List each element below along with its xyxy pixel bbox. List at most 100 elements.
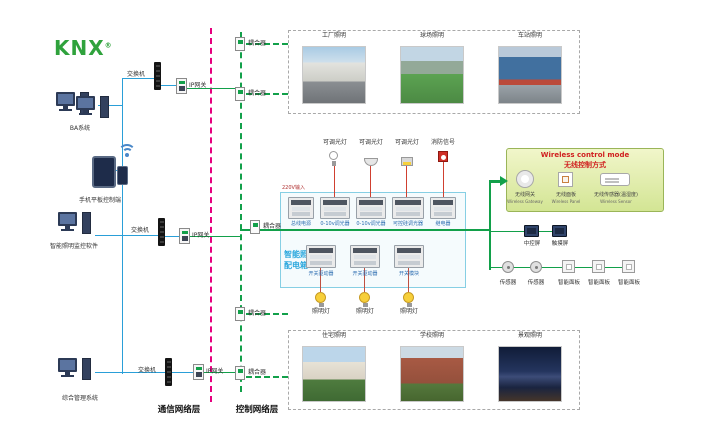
knx-logo: KNX® [54, 36, 113, 60]
coupler-label: 耦合器 [248, 90, 267, 97]
coupler-label: 耦合器 [248, 310, 267, 317]
ethernet-trunk-line [122, 78, 123, 374]
sensor-label: 传感器 [527, 280, 545, 286]
scene-label: 学校照明 [419, 332, 444, 339]
knx-line [491, 231, 553, 232]
ethernet-line [95, 372, 165, 373]
computer-icon [76, 96, 110, 124]
fire-signal-wire [443, 162, 444, 197]
ethernet-line [165, 236, 179, 237]
switch-icon [165, 358, 172, 386]
switch-icon [158, 218, 165, 246]
knx-bus-backbone-line [240, 32, 242, 392]
dimmer-module-icon [356, 197, 386, 219]
panel-label: 智能面板 [617, 280, 640, 286]
scene-label: 球场照明 [419, 32, 444, 39]
lamp-label: 照明灯 [311, 308, 330, 315]
sensor-icon [530, 261, 542, 273]
smart-panel-icon [592, 260, 605, 273]
coupler-icon [250, 220, 260, 234]
wireless-title-cn: 无线控制方式 [564, 161, 606, 169]
wireless-item-sublabel: Wireless Panel [551, 199, 581, 204]
fixture-label: 可调光灯 [322, 139, 347, 146]
switch-label: 交换机 [131, 227, 150, 234]
wireless-item-label: 无线传感器(温湿度) [594, 192, 638, 198]
dimmable-lamp-icon [401, 157, 413, 166]
comm-layer-label: 通信网络层 [157, 405, 201, 415]
computer-icon [58, 358, 92, 386]
lamp-icon [403, 292, 415, 307]
ip-gateway-icon [176, 78, 187, 94]
scene-photo-station [498, 46, 562, 104]
central-screen-icon [524, 225, 539, 237]
ethernet-line [122, 78, 154, 79]
scene-photo-stadium [400, 46, 464, 104]
knx-dashed-line [246, 313, 288, 315]
sensor-icon [502, 261, 514, 273]
wireless-link-line [489, 180, 501, 183]
load-wire [406, 166, 407, 197]
client-label-ba: BA系统 [69, 125, 91, 132]
load-wire [370, 166, 371, 197]
panel-label: 智能面板 [587, 280, 610, 286]
coupler-icon [235, 37, 245, 51]
switch-actuator-icon [306, 245, 336, 268]
wireless-item-sublabel: Wireless Sensor [600, 199, 632, 204]
coupler-label: 耦合器 [248, 369, 267, 376]
wireless-panel-icon [558, 172, 573, 187]
scene-photo-school [400, 346, 464, 402]
scene-label: 工厂照明 [321, 32, 346, 39]
switch-icon [154, 62, 161, 90]
switch-actuator-icon [350, 245, 380, 268]
scene-label: 景观照明 [517, 332, 542, 339]
screen-label: 中控屏 [523, 241, 541, 247]
knx-riser-line [489, 182, 491, 270]
comm-layer-divider-line [210, 28, 212, 402]
coupler-icon [235, 307, 245, 321]
module-label: 开关驱动器 [352, 271, 378, 277]
scene-photo-landscape [498, 346, 562, 402]
fire-alarm-icon [438, 151, 448, 162]
wireless-sensor-icon [600, 173, 630, 186]
knx-dashed-line [246, 93, 288, 95]
scene-photo-residential [302, 346, 366, 402]
scene-label: 车站照明 [517, 32, 542, 39]
touch-screen-icon [552, 225, 567, 237]
control-layer-label: 控制网络层 [235, 405, 279, 415]
knx-line [190, 236, 240, 237]
module-label: 可控硅调光器 [392, 221, 423, 227]
knx-main-bus [240, 229, 490, 231]
screen-label: 触摸屏 [551, 241, 569, 247]
ip-gateway-label: IP网关 [192, 232, 210, 239]
lamp-wire [408, 268, 409, 292]
lamp-icon [315, 292, 327, 307]
lamp-wire [364, 268, 365, 292]
wireless-link-arrow [500, 176, 508, 186]
ip-gateway-icon [179, 228, 190, 244]
module-label: 总线电源 [290, 221, 311, 227]
relay-module-icon [430, 197, 456, 219]
knx-line [491, 267, 631, 268]
bus-power-module-icon [288, 197, 314, 219]
knx-line [187, 88, 240, 89]
module-label: 0-10v调光器 [320, 221, 350, 227]
lamp-icon [359, 292, 371, 307]
ethernet-line [172, 372, 193, 373]
lamp-wire [320, 268, 321, 292]
fixture-label: 可调光灯 [358, 139, 383, 146]
wireless-item-sublabel: Wireless Gateway [507, 199, 543, 204]
computer-icon [58, 212, 92, 240]
knx-dashed-line [246, 376, 288, 378]
module-label: 继电器 [435, 221, 451, 227]
sensor-label: 传感器 [499, 280, 517, 286]
ip-gateway-label: IP网关 [206, 368, 224, 375]
ip-gateway-label: IP网关 [189, 82, 207, 89]
scene-photo-factory [302, 46, 366, 104]
dist-box-title: 智能照明 [284, 250, 316, 259]
module-label: 0-10v调光器 [356, 221, 386, 227]
wireless-item-label: 无线面板 [555, 192, 576, 198]
client-label-monitor-software: 智能照明监控软件 [49, 243, 98, 250]
smart-panel-icon [562, 260, 575, 273]
ethernet-line [161, 85, 176, 86]
power-input-label: 220V输入 [282, 185, 305, 191]
